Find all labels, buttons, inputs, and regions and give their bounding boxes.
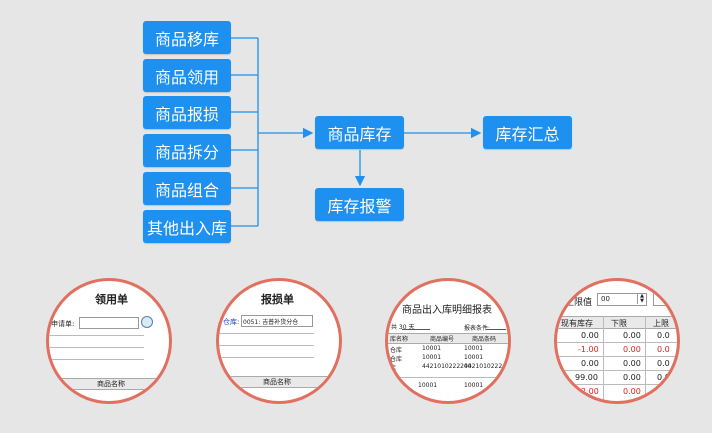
requisition-form-preview: 领用单 申请单: 商品名称 商	[46, 278, 172, 404]
stock-cell: -1.00	[578, 345, 599, 354]
stock-cell: 0.00	[623, 359, 641, 368]
stock-cell: 0.00	[623, 387, 641, 396]
stock-col-0: 现有库存	[561, 319, 593, 328]
report-title: 商品出入库明细报表	[402, 305, 492, 316]
damage-field-label: 仓库:	[223, 318, 240, 326]
requisition-title: 领用单	[95, 293, 128, 306]
stock-cell: 0.0	[657, 331, 670, 340]
damage-form-preview: 报损单 仓库: 0051: 吉普补货分仓 商品名称	[216, 278, 342, 404]
node-goods-transfer: 商品移库	[143, 21, 231, 54]
limit-value: 00	[601, 295, 610, 303]
report-row: 库	[390, 365, 397, 372]
report-cell: 10001	[464, 354, 484, 361]
node-goods-damage: 商品报损	[143, 96, 231, 129]
report-col-2: 商品条码	[472, 336, 497, 343]
report-cell: 10001	[422, 354, 442, 361]
node-inventory-alert: 库存报警	[315, 188, 404, 221]
report-cell: 10001	[464, 345, 484, 352]
requisition-grid-header	[49, 378, 169, 390]
stock-cell: 0.00	[623, 345, 641, 354]
report-col-0: 库名称	[390, 336, 409, 343]
node-goods-requisition: 商品领用	[143, 59, 231, 92]
node-other-inout: 其他出入库	[143, 210, 231, 243]
report-row: 仓库	[390, 356, 403, 363]
damage-field	[241, 315, 313, 327]
requisition-right-header: 商	[155, 380, 162, 388]
report-filter-label: 报表条件:	[464, 325, 491, 332]
requisition-column-header: 商品名称	[97, 380, 125, 388]
magnifier-icon	[141, 316, 153, 328]
stock-grid-header	[557, 316, 677, 329]
limit-label: 上限值	[565, 298, 593, 308]
stock-cell: 2.00	[581, 387, 599, 396]
report-footer-cell: 10001	[464, 382, 484, 389]
stock-col-2: 上限	[653, 319, 669, 328]
stock-cell: 0.00	[623, 331, 641, 340]
stock-cell: 0.0	[657, 345, 670, 354]
node-goods-inventory: 商品库存	[315, 116, 404, 149]
stock-alert-preview: 上限值 00 ▲▼ 现有库存 下限 上限 0.00 0.00 0.0 -1.00…	[554, 278, 680, 404]
node-inventory-summary: 库存汇总	[483, 116, 572, 149]
report-footer-row: 合库	[390, 384, 403, 391]
damage-grid-header	[219, 376, 339, 388]
stock-col-1: 下限	[611, 319, 627, 328]
stock-cell: 0.0	[657, 387, 670, 396]
damage-title: 报损单	[261, 293, 294, 306]
stock-cell: 0.00	[581, 331, 599, 340]
inout-report-preview: 商品出入库明细报表 共 30 天 报表条件: 库名称 商品编号 商品条码 仓库 …	[385, 278, 511, 404]
report-cell: 4421010222	[464, 363, 503, 370]
stock-cell: 99.00	[575, 373, 598, 382]
damage-column-header: 商品名称	[263, 378, 291, 386]
report-footer-cell: 10001	[418, 382, 438, 389]
report-cell: 10001	[422, 345, 442, 352]
limit-input	[597, 293, 647, 306]
stock-cell: 0.0	[657, 373, 670, 382]
report-col-1: 商品编号	[430, 336, 455, 343]
stock-cell: 0.0	[657, 359, 670, 368]
node-goods-combine: 商品组合	[143, 172, 231, 205]
requisition-field-label: 申请单:	[51, 320, 75, 328]
report-days: 共 30 天	[391, 324, 415, 331]
requisition-field	[79, 317, 139, 329]
report-row: 仓库	[390, 347, 403, 354]
stock-cell: 0.00	[581, 359, 599, 368]
damage-field-value: 0051: 吉普补货分仓	[243, 319, 299, 326]
report-cell: 4421010222200	[422, 363, 472, 370]
node-goods-split: 商品拆分	[143, 134, 231, 167]
stock-cell: 0.00	[623, 373, 641, 382]
spinner-icon: ▲▼	[637, 294, 646, 304]
report-grid-header	[388, 333, 508, 344]
